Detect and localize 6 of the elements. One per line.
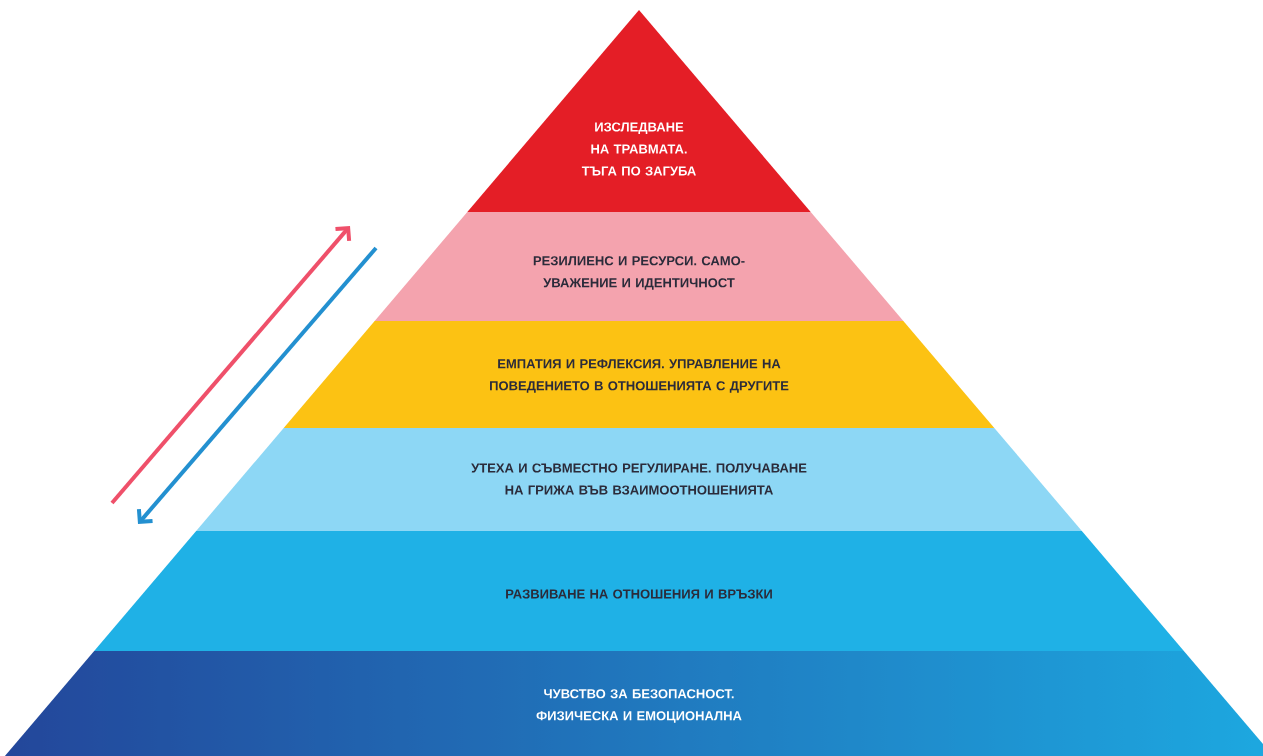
pyramid-level: ЕМПАТИЯ И РЕФЛЕКСИЯ. УПРАВЛЕНИЕ НА ПОВЕДЕНИЕТО В ОТНОШЕНИЯТА С ДРУГИТЕ bbox=[283, 321, 995, 428]
pyramid-level: РАЗВИВАНЕ НА ОТНОШЕНИЯ И ВРЪЗКИ bbox=[94, 531, 1184, 651]
pyramid-level: УТЕХА И СЪВМЕСТНО РЕГУЛИРАНЕ. ПОЛУЧАВАНЕ НА ГРИЖА ВЪВ ВЗАИМООТНОШЕНИЯТА bbox=[196, 428, 1082, 531]
pyramid-level: ИЗСЛЕДВАНЕ НА ТРАВМАТА. ТЪГА ПО ЗАГУБА bbox=[467, 10, 811, 212]
pyramid-level: ЧУВСТВО ЗА БЕЗОПАСНОСТ. ФИЗИЧЕСКА И ЕМОЦИОНАЛНА bbox=[536, 689, 742, 723]
pyramid-level: РЕЗИЛИЕНС И РЕСУРСИ. САМО-УВАЖЕНИЕ И ИДЕНТИЧНОСТ bbox=[374, 212, 904, 321]
